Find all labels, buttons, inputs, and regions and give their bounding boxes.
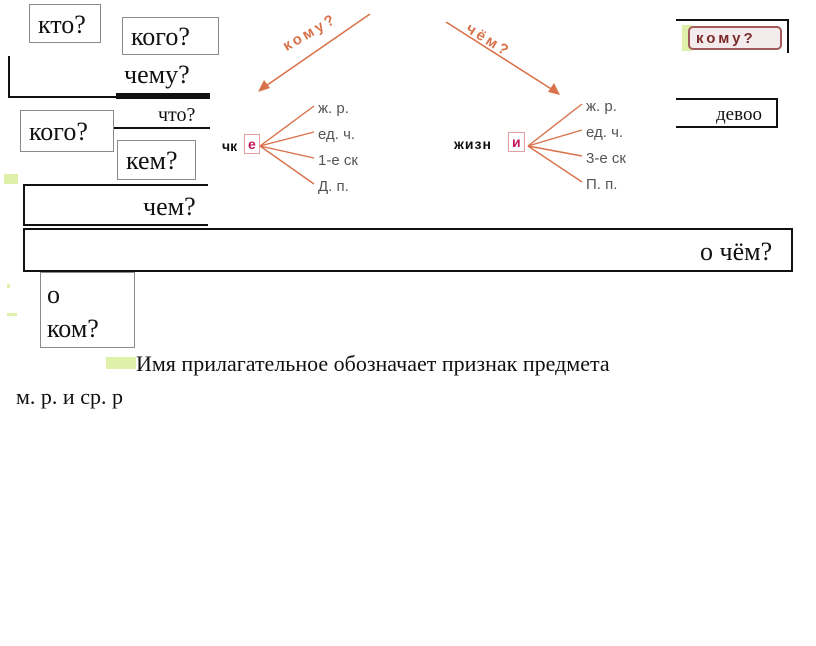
question-chem-label: чем? (143, 192, 196, 221)
left-arrow-line (259, 13, 371, 91)
right-fan-lines (527, 103, 583, 183)
question-kem-label: кем? (126, 146, 178, 175)
devoo-label: девоо (716, 104, 762, 125)
diagram-arrows (258, 13, 583, 185)
left-branch-declension: 1-е ск (318, 152, 358, 169)
left-word-ending: е (244, 134, 260, 154)
question-kom-label: ком? (47, 314, 99, 343)
text-highlight (106, 357, 136, 369)
question-kto-label: кто? (38, 10, 86, 39)
question-chto-label: что? (158, 104, 196, 126)
right-word-ending: и (508, 132, 525, 152)
chemu-bracket-bottom (8, 96, 210, 98)
right-branch-declension: 3-е ск (586, 150, 626, 167)
o-kom-box: о ком? (40, 272, 135, 348)
left-fan-lines (259, 105, 315, 185)
right-branch-gender: ж. р. (586, 98, 617, 115)
komu-badge-label: кому? (696, 30, 756, 47)
question-kogo-label: кого? (29, 117, 88, 146)
question-chemu-label: чему? (124, 60, 190, 89)
o-chyom-box (23, 228, 793, 272)
left-branch-case: Д. п. (318, 178, 349, 195)
chto-underline (112, 127, 210, 129)
top-right-frame (676, 19, 789, 53)
o-kom-top-line (40, 272, 135, 273)
highlight-marker-1 (4, 174, 18, 184)
left-word-stem: чк (222, 138, 238, 154)
left-branch-gender: ж. р. (318, 100, 349, 117)
right-branches: ж. р. ед. ч. 3-е ск П. п. (586, 94, 638, 198)
right-arrow-head (548, 83, 560, 95)
right-branch-number: ед. ч. (586, 124, 624, 141)
left-branches: ж. р. ед. ч. 1-е ск Д. п. (318, 96, 370, 200)
question-o-chyom-label: о чём? (700, 237, 773, 266)
left-arrow-head (258, 80, 270, 92)
left-branch-number: ед. ч. (318, 126, 356, 143)
question-box-kto: кто? (29, 4, 101, 43)
highlight-marker-3 (7, 313, 17, 316)
chem-bracket (23, 184, 208, 226)
komu-badge: кому? (688, 26, 782, 50)
right-word-stem: жизн (454, 136, 492, 152)
chemu-bracket-left (8, 56, 10, 98)
question-box-kem: кем? (117, 140, 196, 180)
definition-line-2: м. р. и ср. р (16, 384, 123, 409)
chemu-bar (116, 93, 210, 99)
right-arrow-line (445, 21, 557, 93)
question-box-kogo: кого? (20, 110, 114, 152)
definition-line-1: Имя прилагательное обозначает признак пр… (136, 351, 610, 376)
devoo-frame (676, 98, 778, 128)
komu-badge-highlight (682, 25, 692, 51)
question-o-label: о (47, 280, 60, 309)
highlight-marker-2 (7, 284, 10, 288)
question-box-kogo-top: кого? (122, 17, 219, 55)
grammar-diagram: кому? чём? чк е ж. р. ед. ч. 1-е ск Д. п… (210, 0, 640, 200)
question-kogo-top-label: кого? (131, 22, 190, 51)
right-branch-case: П. п. (586, 176, 618, 193)
